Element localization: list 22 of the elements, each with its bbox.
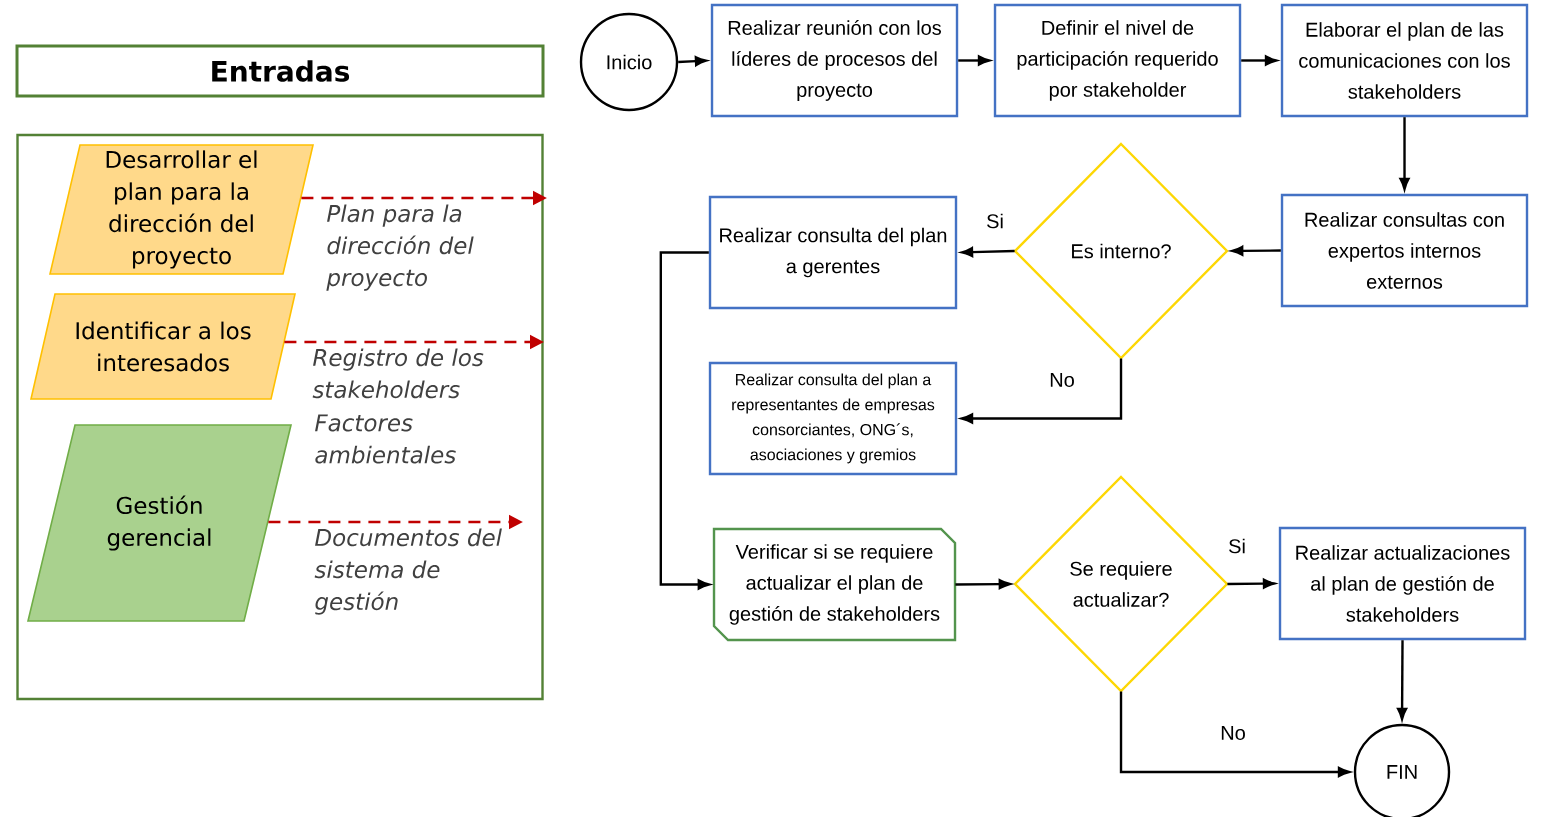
- process-box: Realizar reunión con los líderes de procesos del proyecto: [710, 3, 959, 118]
- header-box: Entradas: [15, 44, 545, 98]
- edge-label: Si: [1226, 536, 1248, 556]
- note-text: Factores ambientales: [315, 414, 456, 464]
- input-parallelogram: Identificar a los interesados: [30, 293, 296, 400]
- edge-label: Registro de los stakeholders: [312, 348, 484, 399]
- edge-label: Plan para la dirección del proyecto: [326, 204, 474, 291]
- process-box: Realizar consulta del plan a representantes de empresas consorciantes, ONG´s, asociaciones y gremios: [708, 361, 958, 476]
- edge-label: Documentos del sistema de gestión: [314, 528, 502, 615]
- process-box: Verificar si se requiere actualizar el plan de gestión de stakeholders: [712, 527, 957, 642]
- process-box: Realizar consultas con expertos internos externos: [1280, 193, 1529, 308]
- panel-frame: [16, 133, 544, 701]
- edge-label: Si: [984, 211, 1006, 231]
- input-parallelogram: Gestión gerencial: [27, 424, 293, 622]
- arrow: [1397, 640, 1408, 721]
- process-box: Elaborar el plan de las comunicaciones con los stakeholders: [1280, 3, 1529, 118]
- process-box: Realizar actualizaciones al plan de gestión de stakeholders: [1278, 526, 1527, 641]
- input-parallelogram: Desarrollar el plan para la dirección del proyecto: [49, 144, 314, 275]
- process-box: Definir el nivel de participación requerido por stakeholder: [993, 3, 1242, 118]
- process-box: Realizar consulta del plan a gerentes: [708, 195, 958, 310]
- edge-label: No: [1218, 724, 1248, 742]
- arrow: [1119, 691, 1351, 778]
